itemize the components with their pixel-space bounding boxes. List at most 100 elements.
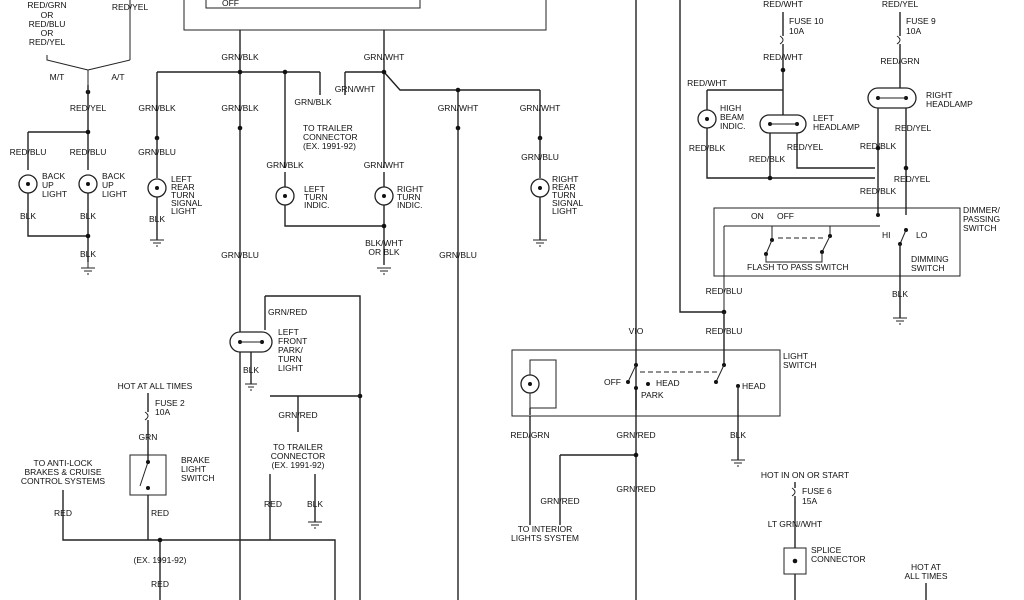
label-hot-on-start: HOT IN ON OR START (761, 470, 849, 480)
label: DIMMER/ (963, 205, 1000, 215)
ground-icon (377, 267, 391, 275)
label-red-blk-lh: RED/BLK (749, 154, 786, 164)
ground-symbol-icon (81, 262, 95, 275)
left-headlamp: LEFT HEADLAMP (759, 113, 860, 134)
turn-switch-inner (205, 0, 421, 9)
wire (723, 225, 880, 312)
label-grn-red-ls2: GRN/RED (616, 484, 655, 494)
label-red-blu-l: RED/BLU (10, 147, 47, 157)
label-blk-dim: BLK (892, 289, 908, 299)
label-grn-blk-lti: GRN/BLK (266, 160, 304, 170)
junction-dot (237, 69, 243, 75)
wire (899, 229, 907, 245)
label-fuse6: FUSE 6 (802, 486, 832, 496)
label-or-blk: OR BLK (368, 247, 400, 257)
label-fuse6-amp: 15A (802, 496, 817, 506)
label-grn-brk: GRN (139, 432, 158, 442)
label: TURN (304, 192, 328, 202)
label-blk-lfp: BLK (243, 365, 259, 375)
label: HIGH (720, 103, 741, 113)
label: SWITCH (963, 223, 997, 233)
label-vio: VIO (629, 326, 644, 336)
label-red-yel-f9: RED/YEL (882, 0, 919, 9)
label: CONNECTOR (271, 451, 326, 461)
grn-red-feed (265, 295, 361, 600)
label: (EX. 1991-92) (303, 141, 356, 151)
label-grn-wht-a: GRN/WHT (335, 84, 376, 94)
label: UP (42, 180, 54, 190)
label-blk-wht: BLK/WHT (365, 238, 403, 248)
junction-dot (381, 69, 387, 75)
junction-dot (876, 213, 880, 217)
fuse-icon (144, 411, 149, 421)
label-grn-blk-top: GRN/BLK (221, 52, 259, 62)
label-red-yel-rh: RED/YEL (895, 123, 932, 133)
label-red-tr: RED (264, 499, 282, 509)
left-rear-turn-light: LEFT REAR TURN SIGNAL LIGHT (147, 174, 202, 216)
wire (269, 474, 316, 540)
label-red-grn-rh: RED/GRN (880, 56, 919, 66)
label-red-blk-rh2: RED/BLK (860, 186, 897, 196)
label-red-wht-f10: RED/WHT (763, 0, 803, 9)
label: SWITCH (181, 473, 215, 483)
label: LEFT (278, 327, 299, 337)
label: CONTROL SYSTEMS (21, 476, 106, 486)
wire (529, 359, 557, 409)
label-hot-all-times: HOT AT ALL TIMES (118, 381, 193, 391)
label: RIGHT (552, 174, 578, 184)
junction-dot (455, 87, 461, 93)
wire (706, 89, 784, 115)
abs-note: TO ANTI-LOCK BRAKES & CRUISE CONTROL SYS… (21, 458, 106, 486)
junction-dot (85, 233, 91, 239)
label: TO INTERIOR (518, 524, 573, 534)
trailer-connector-note: TO TRAILER CONNECTOR (EX. 1991-92) (303, 123, 358, 151)
label: CONNECTOR (303, 132, 358, 142)
red-brake-bus (62, 490, 336, 600)
label: INDIC. (720, 121, 746, 131)
label-dimming-switch: SWITCH (911, 263, 945, 273)
label: INDIC. (397, 200, 423, 210)
junction-dot (646, 382, 650, 386)
red-grn-feed (529, 416, 636, 525)
label: LIGHT (42, 189, 67, 199)
junction-dot (146, 486, 150, 490)
right-headlamp: RIGHT HEADLAMP (867, 87, 973, 109)
label: LIGHTS SYSTEM (511, 533, 579, 543)
junction-dot (792, 558, 798, 564)
label: RIGHT (926, 90, 952, 100)
label-fuse9-amp: 10A (906, 26, 921, 36)
label-grn-wht-rti: GRN/WHT (364, 160, 405, 170)
label-ls-park: PARK (641, 390, 664, 400)
label-red-yel-lh: RED/YEL (787, 142, 824, 152)
label-lo: LO (916, 230, 928, 240)
backup-light-right: BACK UP LIGHT (78, 171, 127, 199)
junction-dot (157, 537, 163, 543)
dimmer-switch-box (713, 207, 961, 277)
label: SIGNAL (171, 198, 202, 208)
backup-ground-wires (27, 193, 89, 262)
label-grn-blk-a: GRN/BLK (138, 103, 176, 113)
vertical-feeds (635, 0, 724, 600)
label-fuse2-amp: 10A (155, 407, 170, 417)
label: PASSING (963, 214, 1000, 224)
label-red-blk-hb: RED/BLK (689, 143, 726, 153)
label-red-blu-r: RED/BLU (70, 147, 107, 157)
backup-feed-wires (27, 85, 89, 170)
label: SWITCH (783, 360, 817, 370)
wire (706, 128, 875, 179)
label-red-blu-or: RED/BLU (29, 19, 66, 29)
label: TURN (278, 354, 302, 364)
ground-icon (893, 317, 907, 325)
label: HEADLAMP (926, 99, 973, 109)
label: LIGHT (171, 206, 196, 216)
label-grn-red-int: GRN/RED (540, 496, 579, 506)
label-red-brk: RED (151, 508, 169, 518)
label-red-grn-or: RED/GRN (27, 0, 66, 10)
junction-dot (85, 129, 91, 135)
ground-icon (150, 239, 164, 247)
label-mt: M/T (50, 72, 65, 82)
junction-dot (538, 186, 542, 190)
ground-icon (731, 459, 745, 467)
right-turn-indicator: RIGHT TURN INDIC. (374, 184, 423, 210)
